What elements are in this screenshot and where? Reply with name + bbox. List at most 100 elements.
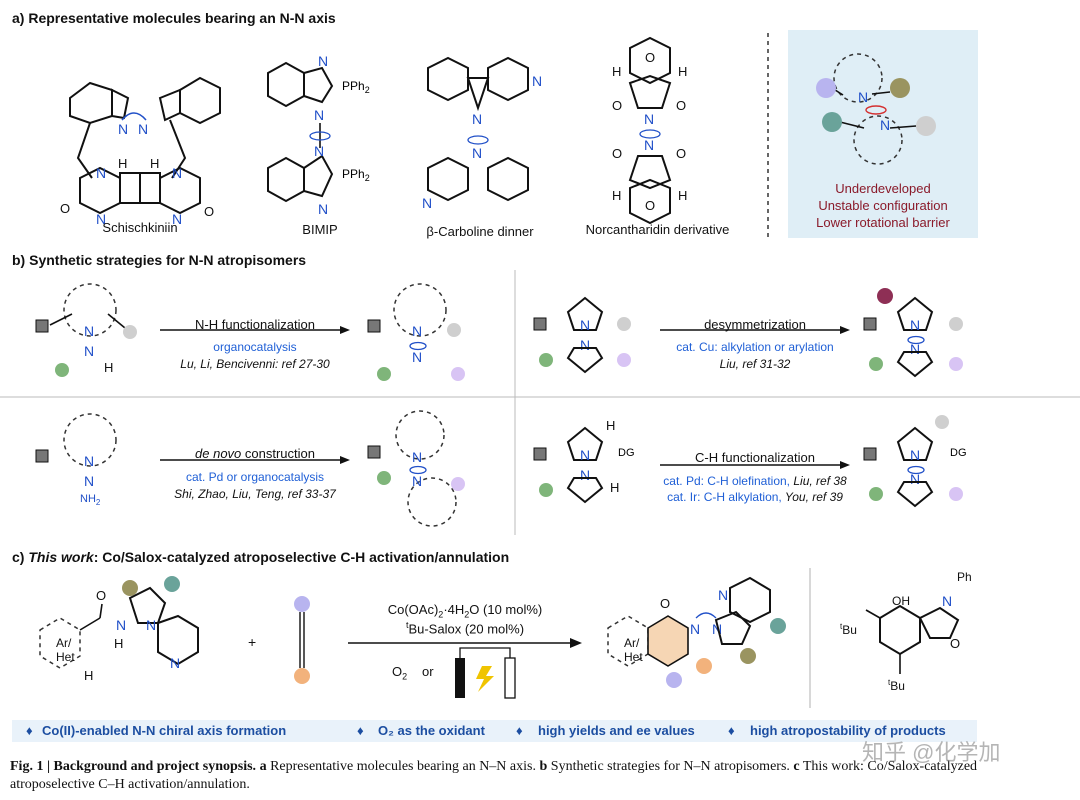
svg-text:N: N (910, 447, 920, 463)
svg-text:N: N (690, 621, 700, 637)
ligand-oh: OH (892, 594, 910, 608)
svg-text:PPh2: PPh2 (342, 79, 370, 95)
svg-text:N: N (170, 655, 180, 671)
svg-text:H: H (612, 188, 621, 203)
panel-text-2: Unstable configuration (818, 198, 948, 213)
substrate-arhet: Ar/Het (56, 636, 75, 664)
r2l-condition: de novo construction (195, 446, 315, 461)
bullet-icon: ♦ (357, 723, 364, 738)
bimip-structure: N N PPh2 N N PPh2 (267, 53, 370, 217)
svg-text:H: H (104, 360, 113, 375)
svg-text:PPh2: PPh2 (342, 167, 370, 183)
r1l-catalyst: organocatalysis (213, 340, 297, 354)
feature-1: Co(II)-enabled N-N chiral axis formation (42, 723, 287, 738)
svg-text:H: H (150, 156, 159, 171)
svg-text:N: N (146, 617, 156, 633)
svg-text:N: N (580, 317, 590, 333)
ligand-tbu-2: tBu (888, 678, 905, 693)
svg-text:DG: DG (618, 447, 635, 459)
svg-text:N: N (138, 121, 148, 137)
svg-text:H: H (678, 64, 687, 79)
r2r-line1: cat. Pd: C-H olefination, Liu, ref 38 (663, 474, 847, 488)
svg-text:N: N (172, 165, 182, 181)
panel-text-3: Lower rotational barrier (816, 215, 950, 230)
svg-text:H: H (84, 668, 93, 683)
svg-text:H: H (610, 480, 619, 495)
svg-text:N: N (172, 211, 182, 227)
bullet-icon: ♦ (516, 723, 523, 738)
section-b-title: b) Synthetic strategies for N-N atropiso… (12, 252, 307, 268)
svg-text:O: O (676, 98, 686, 113)
svg-text:DG: DG (950, 447, 967, 459)
r2l-reactant: N N NH2 (35, 413, 117, 507)
svg-text:N: N (412, 349, 422, 365)
svg-text:N: N (84, 323, 94, 339)
svg-text:N: N (116, 617, 126, 633)
svg-text:O: O (60, 201, 70, 216)
watermark: 知乎 @化学加 (862, 740, 1001, 765)
svg-text:N: N (910, 471, 920, 487)
r1r-product: N N (863, 288, 963, 378)
svg-text:N: N (712, 621, 722, 637)
svg-text:N: N (84, 343, 94, 359)
r1r-reactant: N N (533, 296, 631, 374)
ligand-tbu-1: tBu (840, 622, 857, 637)
svg-text:NH2: NH2 (80, 493, 101, 507)
r2r-line2: cat. Ir: C-H alkylation, You, ref 39 (667, 490, 843, 504)
svg-text:N: N (858, 89, 868, 105)
r1r-refs: Liu, ref 31-32 (719, 357, 791, 371)
r2l-product: N N (367, 410, 465, 527)
svg-text:O: O (660, 596, 670, 611)
or-label: or (422, 664, 434, 679)
svg-text:N: N (580, 447, 590, 463)
r1l-refs: Lu, Li, Bencivenni: ref 27-30 (180, 357, 330, 371)
feature-2: O₂ as the oxidant (378, 723, 485, 738)
svg-text:O: O (950, 636, 960, 651)
svg-text:N: N (412, 449, 422, 465)
section-a-structures: N N O O N N N N H H N N PPh2 N N PPh2 (60, 33, 769, 238)
oxidant-o2: O2 (392, 664, 408, 682)
section-b-structures: N N H N N N N N N (0, 270, 1080, 535)
svg-text:N: N (314, 143, 324, 159)
svg-text:N: N (84, 473, 94, 489)
beta-carboline-structure: N N N N (422, 56, 542, 211)
section-c-title: c) This work: Co/Salox-catalyzed atropos… (12, 549, 510, 565)
panel-text-1: Underdeveloped (835, 181, 931, 196)
svg-text:N: N (580, 337, 590, 353)
reagent-2: tBu-Salox (20 mol%) (405, 620, 525, 637)
bullet-icon: ♦ (26, 723, 33, 738)
section-c-structures: O N H N N H O N N N (39, 568, 960, 708)
svg-text:H: H (114, 636, 123, 651)
section-a-title: a) Representative molecules bearing an N… (12, 10, 336, 26)
svg-text:O: O (612, 146, 622, 161)
svg-text:N: N (422, 195, 432, 211)
svg-text:O: O (204, 204, 214, 219)
ligand-ph: Ph (957, 570, 972, 584)
plus-sign: + (248, 634, 257, 650)
electrochemistry-icon (455, 647, 516, 699)
r2l-catalyst: cat. Pd or organocatalysis (185, 470, 325, 484)
alkyne-structure (294, 596, 310, 684)
r1l-condition: N-H functionalization (195, 317, 315, 332)
r1l-product: N N (367, 283, 465, 381)
svg-text:N: N (84, 453, 94, 469)
r2r-reactant: H DG N N H (533, 418, 635, 504)
svg-text:N: N (644, 137, 654, 153)
svg-text:O: O (645, 198, 655, 213)
salox-ligand-structure: N O (865, 593, 960, 674)
product-arhet: Ar/Het (624, 636, 643, 664)
feature-4: high atropostability of products (750, 723, 946, 738)
schischkiniin-structure: N N O O N N N N H H (60, 76, 221, 227)
svg-text:N: N (318, 53, 328, 69)
r2l-refs: Shi, Zhao, Liu, Teng, ref 33-37 (174, 487, 336, 501)
svg-text:O: O (96, 588, 106, 603)
svg-text:O: O (612, 98, 622, 113)
molecule-label-schischkiniin: Schischkiniin (102, 220, 178, 235)
product-structure: O N N N (607, 576, 786, 688)
svg-text:N: N (472, 145, 482, 161)
svg-text:N: N (412, 323, 422, 339)
svg-text:N: N (580, 467, 590, 483)
r2r-condition: C-H functionalization (695, 450, 815, 465)
figure-caption: Fig. 1 | Background and project synopsis… (10, 759, 978, 792)
svg-text:N: N (910, 317, 920, 333)
